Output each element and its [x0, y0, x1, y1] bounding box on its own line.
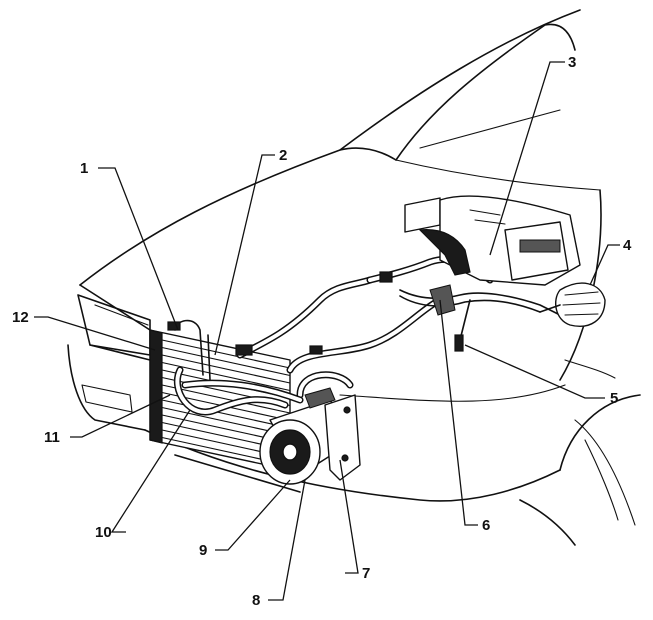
windshield-frame — [395, 23, 576, 161]
headlight-lens-line — [94, 304, 149, 326]
fitting-b — [379, 271, 393, 283]
fitting-c — [309, 345, 323, 355]
leader-8 — [268, 479, 306, 601]
bumper-top — [89, 344, 151, 361]
windshield-wiper-line — [419, 109, 561, 149]
bumper-grille — [81, 384, 133, 413]
headlight — [77, 294, 151, 356]
roof-line — [339, 9, 581, 151]
tire-outline — [574, 419, 636, 526]
pressure-switch — [454, 334, 464, 352]
bracket-bolt-bottom — [341, 454, 349, 462]
callout-leaders — [34, 61, 620, 601]
compressor-bracket — [324, 394, 361, 481]
callout-2: 2 — [279, 147, 287, 164]
wheel-arch — [559, 394, 641, 471]
compressor — [259, 387, 361, 485]
leader-3 — [489, 61, 565, 256]
lower-bumper-line — [144, 429, 561, 502]
callout-4: 4 — [623, 237, 632, 254]
bumper-front — [67, 344, 146, 431]
wheel-arch-lower — [519, 499, 576, 546]
expansion-valve — [418, 229, 471, 276]
condenser-side-tank — [149, 329, 163, 444]
leader-2 — [214, 154, 275, 356]
evaporator-line-2 — [399, 295, 541, 313]
compressor-manifold — [304, 387, 336, 409]
leader-6 — [439, 299, 478, 526]
switch-tube — [459, 299, 471, 341]
blower-intake — [404, 197, 441, 233]
accumulator-ribs — [562, 291, 601, 316]
callout-12: 12 — [12, 309, 29, 326]
callout-5: 5 — [610, 390, 618, 407]
leader-12 — [34, 316, 156, 351]
callout-1: 1 — [80, 160, 88, 177]
callout-11: 11 — [44, 429, 60, 446]
evaporator-housing — [404, 195, 581, 316]
fitting-d — [167, 321, 181, 331]
condenser-fin-line — [161, 354, 291, 384]
condenser-fin-line — [161, 346, 291, 377]
condenser-fin-line — [161, 339, 291, 369]
condenser-fin-line — [161, 384, 291, 414]
accumulator — [539, 282, 606, 327]
fitting-a — [235, 344, 253, 356]
callout-9: 9 — [199, 542, 207, 559]
fender-detail — [564, 359, 616, 379]
callout-10: 10 — [95, 524, 112, 541]
leader-1 — [98, 167, 179, 331]
callout-labels: 1 2 3 4 5 6 7 8 9 10 11 12 — [12, 54, 632, 609]
condenser-tube-2 — [207, 334, 211, 381]
callout-7: 7 — [362, 565, 370, 582]
leader-7 — [339, 459, 359, 574]
callout-6: 6 — [482, 517, 490, 534]
tire-tread — [584, 439, 619, 521]
condenser-fin-line — [161, 361, 291, 392]
leader-11 — [70, 394, 171, 438]
callout-8: 8 — [252, 592, 260, 609]
compressor-hub — [282, 443, 298, 461]
receiver-drier — [429, 284, 456, 316]
accumulator-inlet — [539, 304, 561, 313]
car-body — [67, 9, 641, 546]
evaporator-line — [399, 289, 561, 316]
bracket-bolt-top — [343, 406, 351, 414]
fender-crease — [339, 384, 566, 402]
leader-5 — [464, 344, 605, 399]
leader-4 — [589, 244, 620, 286]
leader-9 — [215, 479, 291, 551]
cowl-line — [395, 159, 601, 191]
leader-10 — [110, 409, 191, 533]
evaporator-core — [519, 239, 561, 253]
callout-3: 3 — [568, 54, 576, 71]
spoiler-line — [174, 454, 301, 493]
hood-edge — [79, 147, 397, 286]
